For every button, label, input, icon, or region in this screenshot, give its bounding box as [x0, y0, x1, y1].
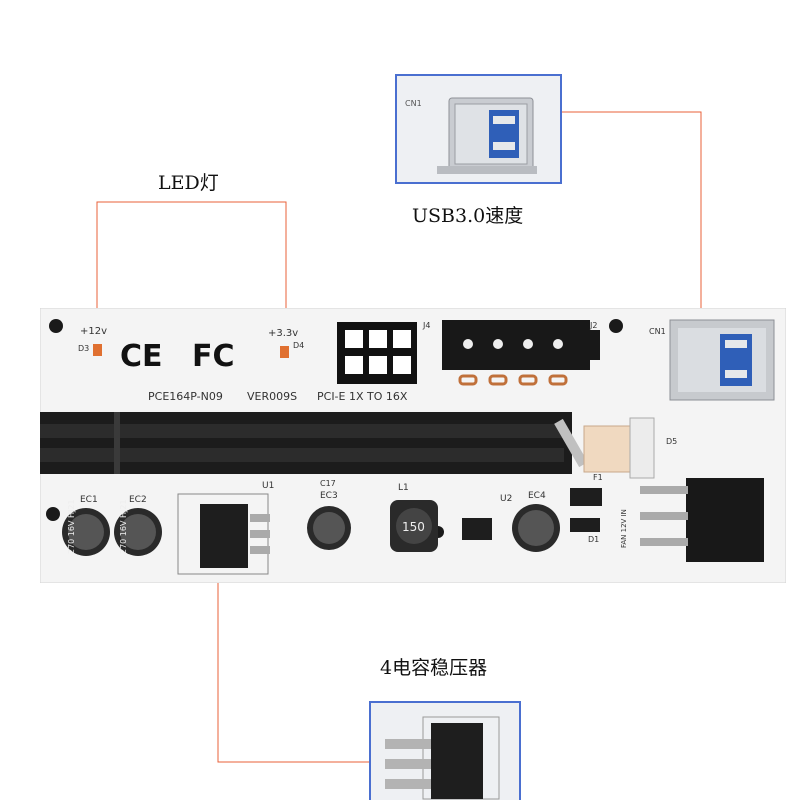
regulator-callout-line [217, 520, 373, 763]
usb-port-inset: CN1 [395, 74, 562, 184]
cn1-label: CN1 [649, 327, 666, 336]
ec1-text: 270 16V HJ21 [67, 499, 76, 554]
chip-u2 [462, 518, 492, 540]
fcc-mark: FC [192, 339, 235, 374]
led-callout-line [96, 201, 287, 348]
version-text: VER009S [247, 390, 297, 403]
pcie-x16-slot [40, 412, 572, 474]
c17-label: C17 [320, 479, 336, 488]
d1-label: D1 [588, 535, 599, 544]
model-text: PCE164P-N09 [148, 390, 223, 403]
mount-hole [46, 507, 60, 521]
ec4-label: EC4 [528, 491, 546, 501]
d3-label: D3 [78, 344, 89, 353]
f1-label: F1 [593, 473, 603, 482]
ec1-label: EC1 [80, 495, 98, 505]
d4-label: D4 [293, 341, 304, 350]
u1-label: U1 [262, 481, 274, 491]
fuse-f1 [570, 488, 602, 506]
led-d3 [93, 344, 102, 356]
diode-d1 [570, 518, 600, 532]
ec3-label: EC3 [320, 491, 338, 501]
usb-callout-line [553, 111, 702, 358]
d5-label: D5 [666, 437, 677, 446]
mount-hole [49, 319, 63, 333]
usb-callout-label: USB3.0速度 [412, 205, 524, 227]
j4-label: J4 [422, 321, 430, 330]
mount-hole [609, 319, 623, 333]
inductor-text: 150 [402, 520, 425, 534]
j2-label: J2 [589, 321, 597, 330]
regulator-callout-label: 4电容稳压器 [380, 657, 488, 679]
v12-label: +12v [80, 326, 107, 337]
l1-label: L1 [398, 483, 409, 493]
v33-label: +3.3v [268, 328, 298, 339]
ec2-label: EC2 [129, 495, 147, 505]
slot-latch [583, 425, 631, 473]
led-callout-label: LED灯 [158, 172, 219, 194]
usb-port-closeup: CN1 [397, 76, 560, 182]
fan-label: FAN 12V IN [620, 509, 628, 548]
regulator-closeup [371, 703, 519, 800]
usb-inset-label: CN1 [405, 99, 422, 108]
fan-connector [686, 478, 764, 562]
pcie-text: PCI-E 1X TO 16X [317, 390, 408, 403]
led-d4 [280, 346, 289, 358]
ce-mark: CE [120, 339, 163, 374]
pcb-board: +12v D3 +3.3v D4 CE FC J4 J2 CN1 PCE164P… [40, 308, 786, 583]
u2-label: U2 [500, 494, 512, 504]
ec2-text: 270 16V HJ21 [119, 499, 128, 554]
regulator-inset [369, 701, 521, 800]
regulator-u1 [200, 504, 248, 568]
